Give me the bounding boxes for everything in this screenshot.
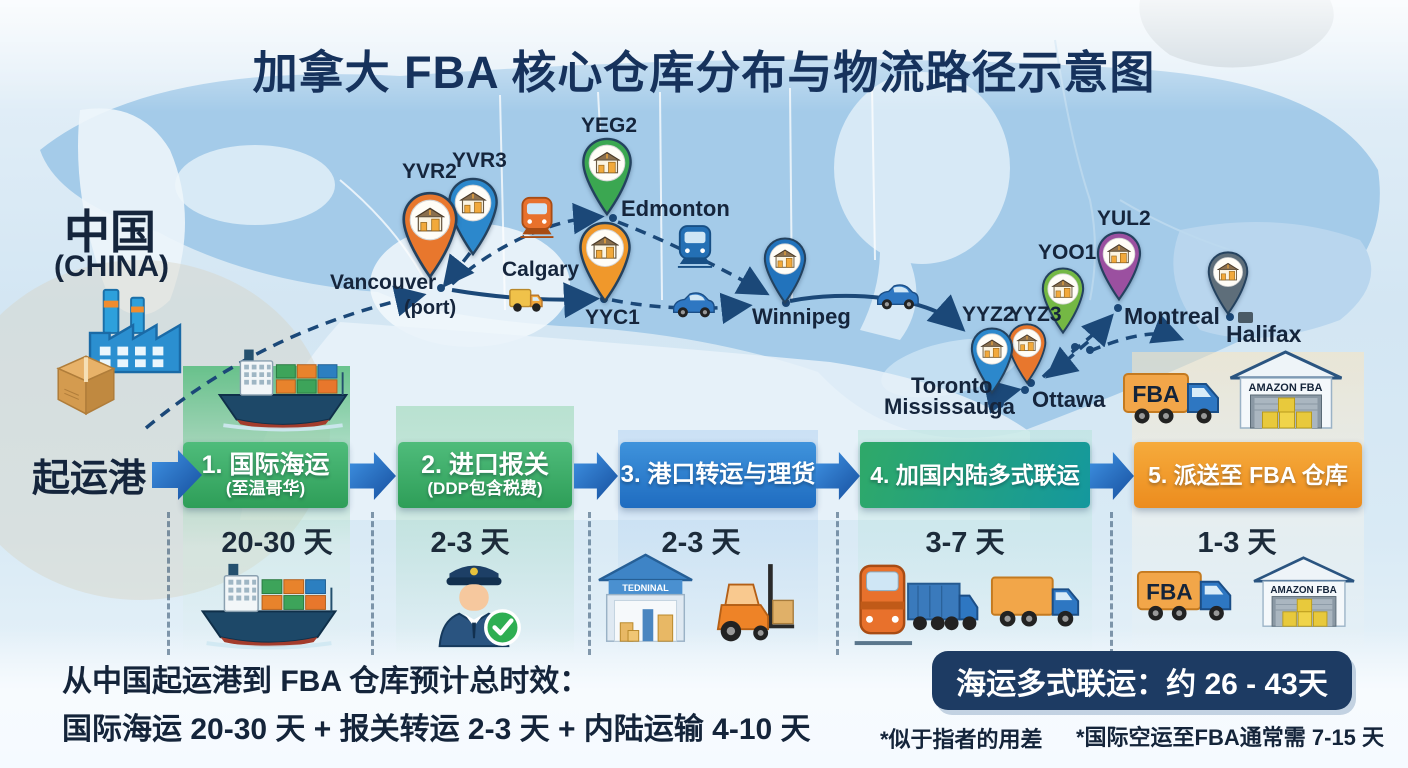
package-box-icon — [56, 355, 116, 416]
origin-port-label: 起运港 — [32, 458, 147, 500]
box-truck-icon — [990, 576, 1080, 627]
customs-officer-icon — [438, 565, 521, 648]
city-label-vancouver-port: (port) — [404, 297, 457, 319]
check-icon — [492, 618, 514, 636]
step-subtitle: (DDP包含税费) — [427, 479, 543, 499]
highlight-total-time-badge: 海运多式联运：约 26 - 43天 — [932, 651, 1352, 710]
city-label-winnipeg: Winnipeg — [752, 304, 851, 329]
step-duration-4: 3-7 天 — [925, 527, 1005, 559]
pin-label-yvr2: YVR2 — [402, 160, 457, 183]
pin-label-yvr3: YVR3 — [452, 149, 507, 172]
step-title: 2. 进口报关 — [421, 451, 549, 480]
route-yyc-to-winnipeg — [611, 292, 753, 325]
car-icon-west — [670, 289, 716, 319]
city-label-mississauga: Mississauga — [884, 394, 1015, 419]
city-label-calgary: Calgary — [502, 258, 580, 281]
step-title: 1. 国际海运 — [201, 451, 330, 480]
step-banner-5: 5. 派送至 FBA 仓库 — [1134, 442, 1362, 508]
footnote-1: *似于指者的用差 — [880, 727, 1043, 752]
train-icon-blue — [677, 225, 713, 268]
freight-train-and-truck-icon — [854, 564, 979, 646]
top-fade — [0, 0, 1408, 112]
halifax-cargo-icon — [1238, 312, 1253, 323]
step-duration-5: 1-3 天 — [1197, 527, 1277, 559]
step-banner-1: 1. 国际海运 (至温哥华) — [183, 442, 348, 508]
step-title: 4. 加国内陆多式联运 — [870, 461, 1080, 488]
warehouse-pin-yyz2 — [970, 327, 1014, 395]
terminal-sign-text: TEDNINAL — [622, 583, 669, 593]
city-label-ottawa: Ottawa — [1032, 387, 1106, 412]
route-port-to-edmonton — [450, 202, 605, 286]
terminal-warehouse-icon: TEDNINAL — [598, 553, 693, 642]
step-subtitle: (至温哥华) — [225, 479, 306, 499]
column-separator — [836, 512, 839, 655]
route-to-halifax — [1089, 314, 1185, 353]
pin-label-yul2: YUL2 — [1097, 207, 1151, 230]
pin-label-yyc1: YYC1 — [585, 306, 640, 329]
step-duration-1: 20-30 天 — [221, 527, 333, 559]
step-banner-3: 3. 港口转运与理货 — [620, 442, 816, 508]
warehouse-pin-yvr2 — [402, 191, 458, 280]
warehouse-pin-yoo1 — [1041, 267, 1085, 335]
city-label-halifax: Halifax — [1226, 321, 1302, 347]
forklift-icon — [716, 564, 795, 642]
step-duration-2: 2-3 天 — [430, 527, 510, 559]
car-icon-east — [874, 281, 920, 311]
amazon-warehouse-icon-map — [1228, 350, 1344, 430]
step-title: 3. 港口转运与理货 — [620, 461, 816, 489]
cargo-ship-icon — [212, 336, 354, 436]
train-icon-orange — [520, 196, 554, 238]
column-separator — [371, 512, 374, 655]
route-toronto-to-ottawa — [982, 378, 1022, 414]
footnote-2: *国际空运至FBA通常需 7-15 天 — [1076, 725, 1385, 750]
pin-label-yyz2: YYZ2 — [962, 303, 1015, 326]
route-china-to-vancouver — [144, 285, 427, 430]
fba-truck-icon-map — [1122, 370, 1232, 428]
step-title: 5. 派送至 FBA 仓库 — [1148, 461, 1348, 488]
route-yvr-to-port — [442, 251, 475, 288]
step-banner-4: 4. 加国内陆多式联运 — [860, 442, 1090, 508]
step-banner-2: 2. 进口报关 (DDP包含税费) — [398, 442, 572, 508]
warehouse-pin-yeg2 — [582, 137, 632, 217]
city-label-toronto: Toronto — [911, 373, 993, 398]
warehouse-pin-yyz3 — [1007, 323, 1047, 385]
fba-truck-icon-step — [1136, 568, 1244, 625]
china-label: 中国 — [64, 206, 156, 258]
container-ship-icon — [193, 550, 345, 654]
summary-line-2: 国际海运 20-30 天 + 报关转运 2-3 天 + 内陆运输 4-10 天 — [62, 713, 811, 746]
summary-line-1: 从中国起运港到 FBA 仓库预计总时效： — [62, 665, 590, 698]
warehouse-pin-yul2 — [1096, 231, 1142, 302]
truck-icon-yellow — [509, 288, 543, 312]
china-label-en: (CHINA) — [54, 250, 169, 283]
warehouse-pin-winnipeg — [763, 237, 807, 305]
column-separator — [167, 512, 170, 655]
pin-label-yyz3: YYZ3 — [1009, 303, 1062, 326]
factory-icon — [88, 288, 182, 374]
city-label-montreal: Montreal — [1124, 303, 1220, 329]
warehouse-pin-halifax — [1207, 251, 1249, 316]
city-label-vancouver: Vancouver — [330, 271, 437, 294]
route-montreal-to-ottawa — [1045, 328, 1105, 379]
warehouse-pin-yyc1 — [579, 221, 631, 304]
pin-label-yoo1: YOO1 — [1038, 241, 1097, 264]
step-duration-3: 2-3 天 — [661, 527, 741, 559]
route-edmonton-to-winnipeg — [617, 220, 770, 296]
page-title: 加拿大 FBA 核心仓库分布与物流路径示意图 — [252, 47, 1156, 98]
column-separator — [588, 512, 591, 655]
amazon-warehouse-icon-step — [1252, 556, 1356, 628]
column-separator — [1110, 512, 1113, 655]
city-label-edmonton: Edmonton — [621, 196, 730, 221]
pin-label-yeg2: YEG2 — [581, 114, 638, 137]
